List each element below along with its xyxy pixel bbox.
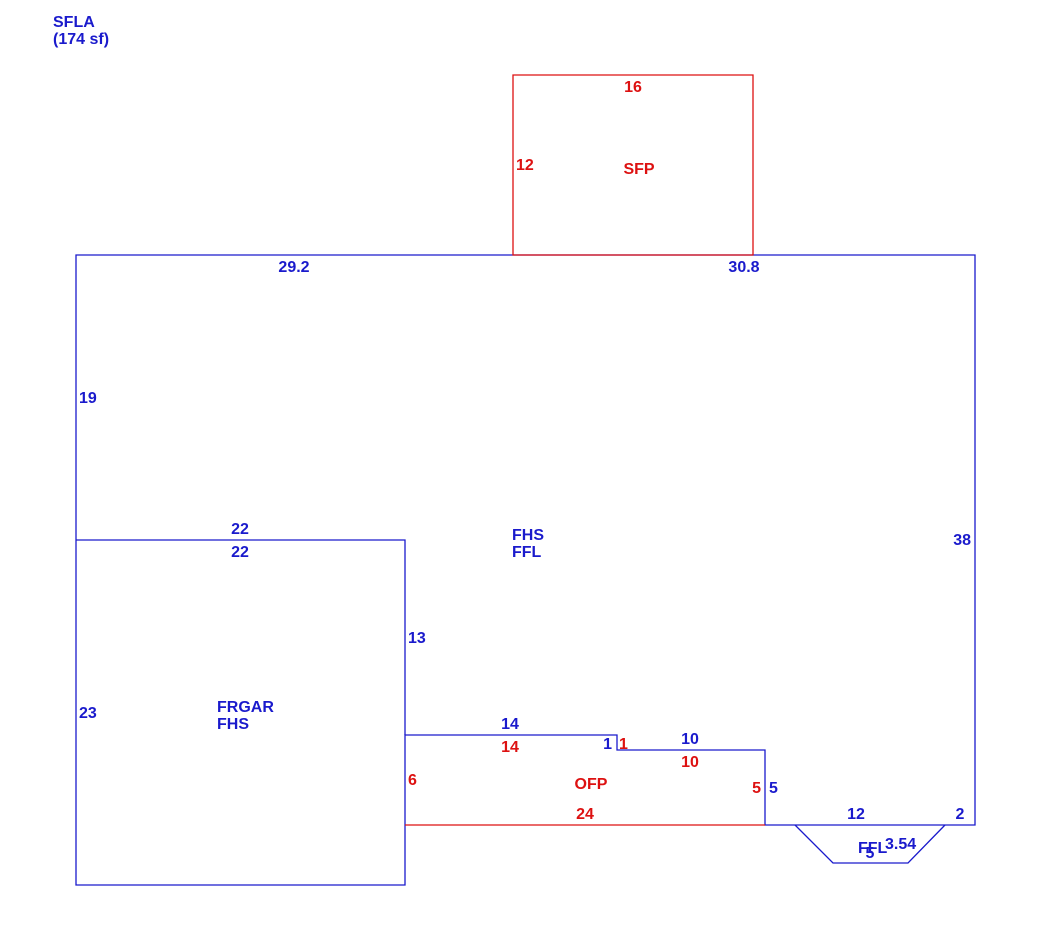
dim-step-top-blue: 14: [501, 716, 519, 733]
screened-porch-outline: [512, 74, 754, 256]
sfp-area-label: SFP: [623, 161, 654, 178]
dim-ofp-top-red: 10: [681, 754, 699, 771]
dim-bottom-end: 2: [956, 806, 965, 823]
dim-garage-left: 23: [79, 705, 97, 722]
dim-sfp-left: 12: [516, 157, 534, 174]
dim-sfp-top: 16: [624, 79, 642, 96]
dim-step-top-red: 14: [501, 739, 519, 756]
bay-outline: [794, 824, 946, 864]
main-area-code-1: FHS: [512, 527, 544, 544]
dim-main-top-left: 29.2: [278, 259, 309, 276]
dim-ofp-left: 6: [408, 772, 417, 789]
dim-ofp-top-blue: 10: [681, 731, 699, 748]
dim-bottom-run: 12: [847, 806, 865, 823]
dim-main-top-right: 30.8: [728, 259, 759, 276]
dim-ofp-bottom: 24: [576, 806, 594, 823]
main-area-code-2: FFL: [512, 544, 542, 561]
dim-garage-right: 13: [408, 630, 426, 647]
dim-bay-bottom: 5: [866, 845, 875, 862]
garage-area-code-1: FRGAR: [217, 699, 274, 716]
area-summary: SFLA (174 sf): [53, 14, 109, 48]
ofp-area-label: OFP: [575, 776, 608, 793]
garage-area-code-2: FHS: [217, 716, 249, 733]
dim-ofp-right-blue: 5: [769, 780, 778, 797]
dim-ofp-right-red: 5: [752, 780, 761, 797]
dim-main-left: 19: [79, 390, 97, 407]
dim-step-small-red: 1: [619, 736, 628, 753]
dim-main-right: 38: [953, 532, 971, 549]
main-building-outline: [75, 254, 976, 886]
dim-garage-top-inner: 22: [231, 544, 249, 561]
area-code: SFLA: [53, 14, 95, 31]
bay-area-label: FFL: [858, 840, 888, 857]
area-total: (174 sf): [53, 31, 110, 48]
garage-top-line: [76, 539, 406, 735]
dim-bay-diagonal: 3.54: [885, 836, 916, 853]
dim-garage-top-outer: 22: [231, 521, 249, 538]
dim-step-small-blue: 1: [603, 736, 612, 753]
